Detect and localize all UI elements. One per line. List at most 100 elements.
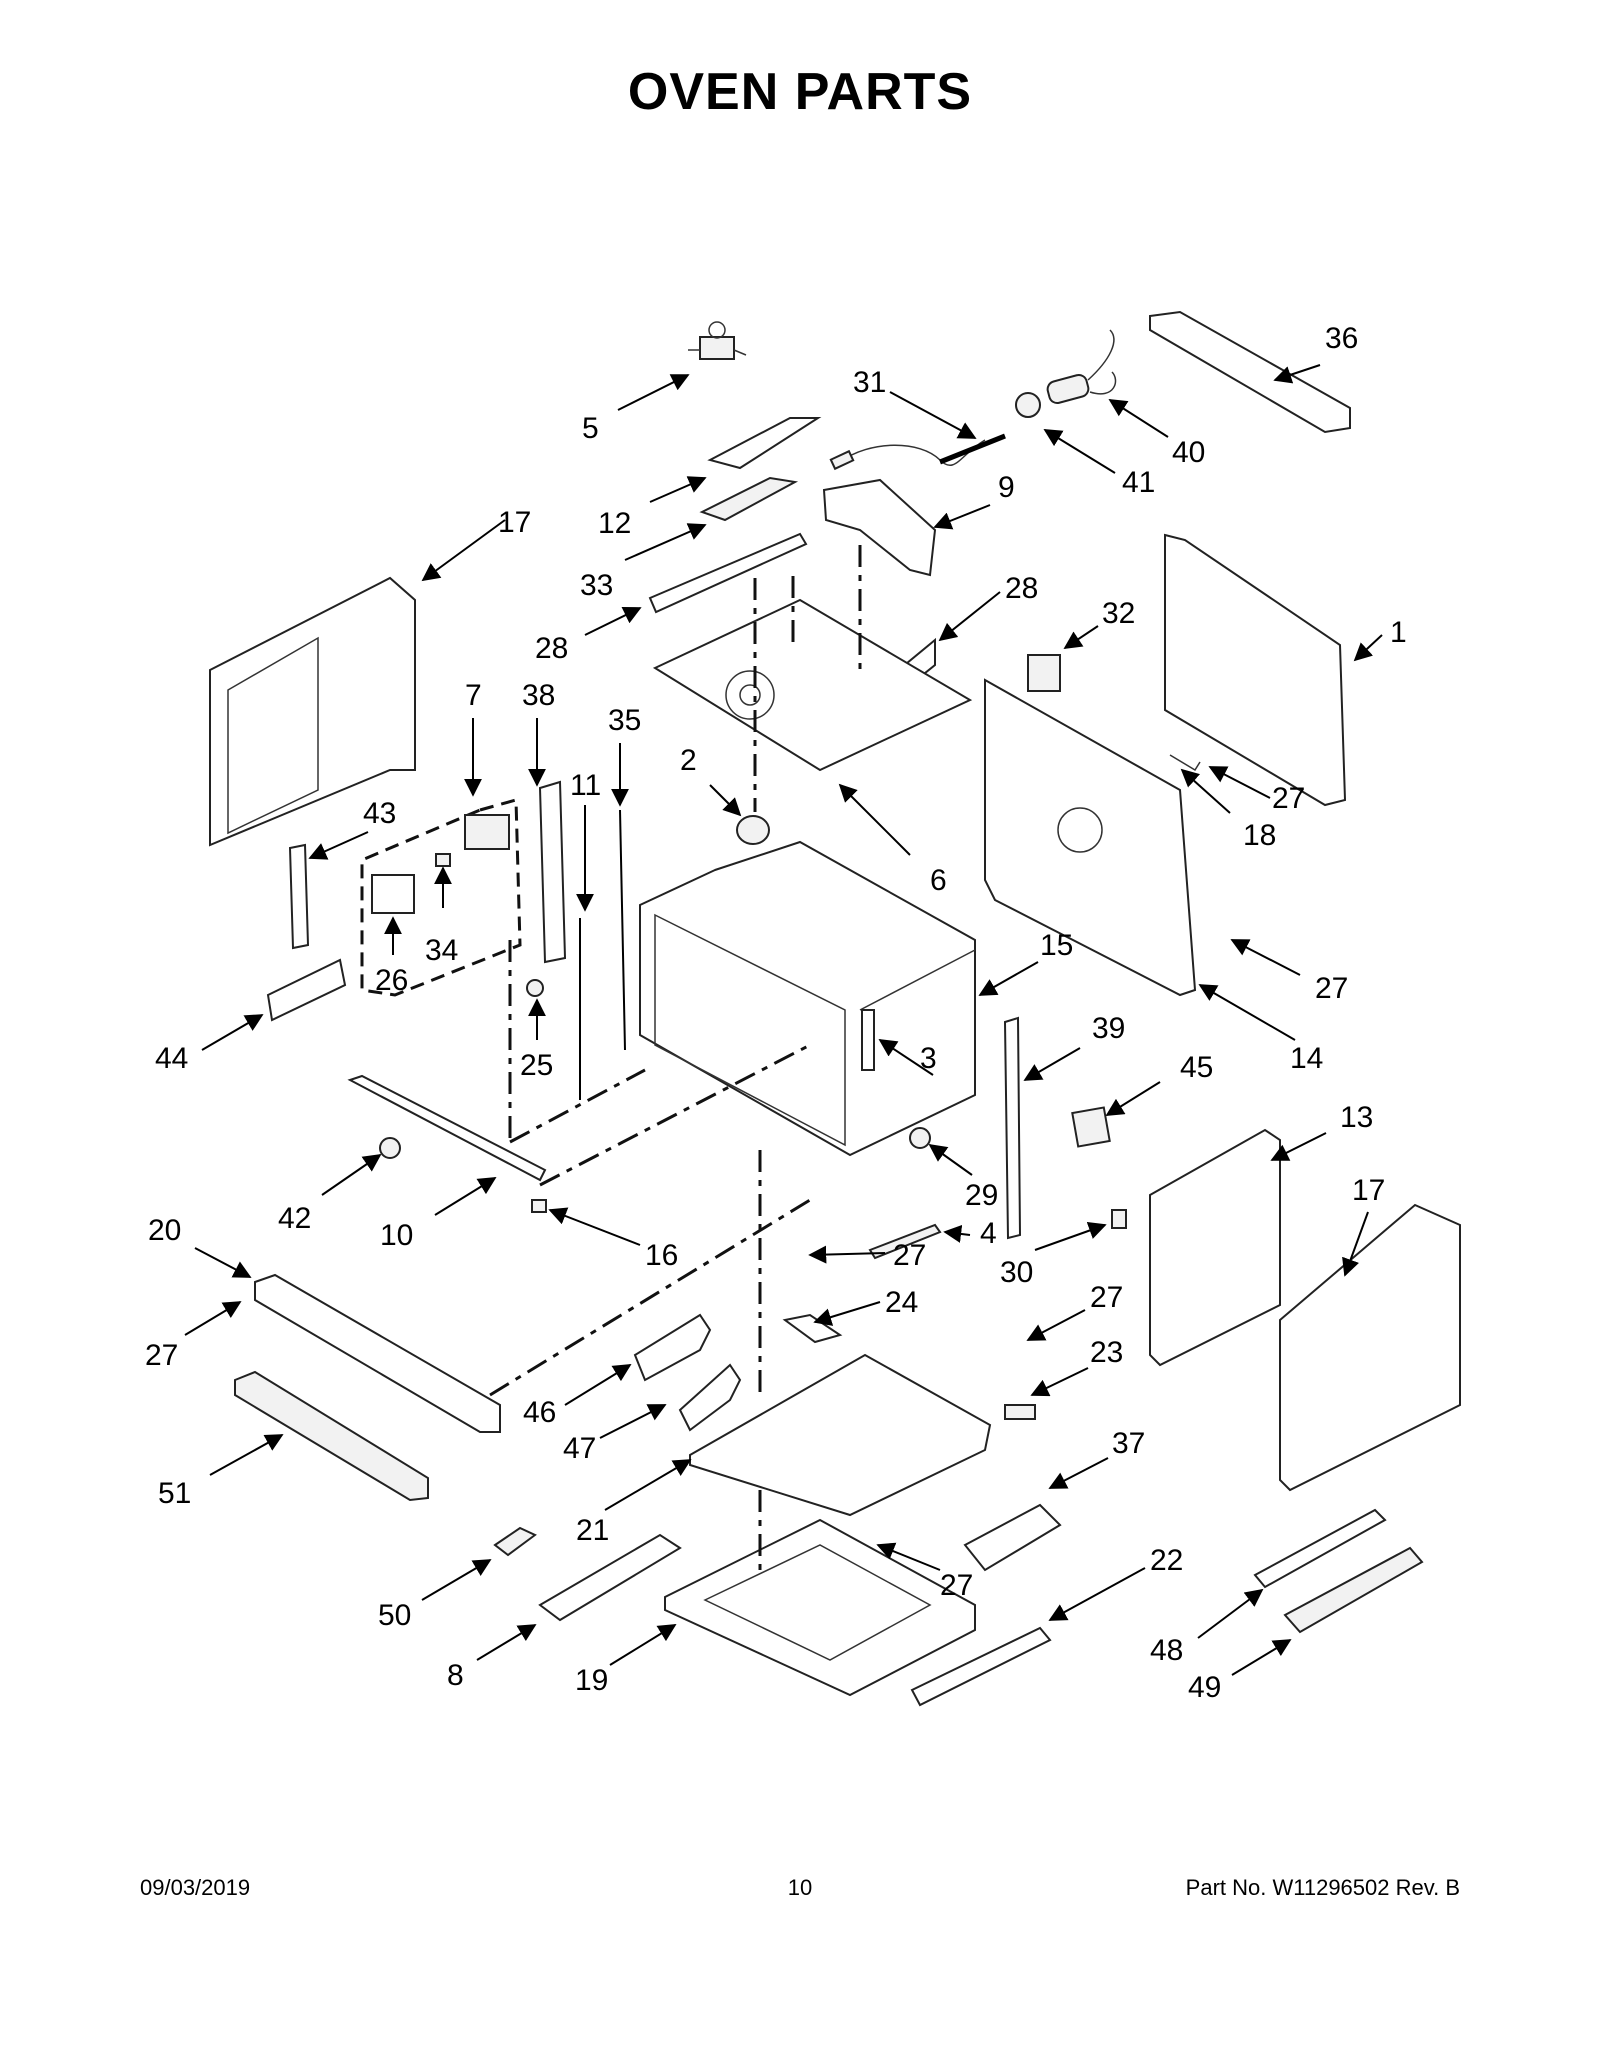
part-46-shape xyxy=(633,1313,712,1382)
page-title: OVEN PARTS xyxy=(627,63,973,121)
callout-41: 41 xyxy=(1122,466,1155,499)
callout-18: 18 xyxy=(1243,819,1276,852)
part-12-shape xyxy=(707,417,822,470)
callout-35: 35 xyxy=(608,704,641,737)
callout-11: 11 xyxy=(570,769,601,802)
footer-part-number: Part No. W11296502 Rev. B xyxy=(1185,1875,1460,1900)
callout-26: 26 xyxy=(375,964,408,997)
callout-45: 45 xyxy=(1180,1051,1213,1084)
callout-48: 48 xyxy=(1150,1634,1183,1667)
part-44-shape xyxy=(266,958,347,1022)
part-8-shape xyxy=(538,1533,682,1622)
callout-27: 27 xyxy=(1272,782,1305,815)
callout-47: 47 xyxy=(563,1432,596,1465)
callout-9: 9 xyxy=(998,471,1015,504)
callout-leaders xyxy=(184,364,1383,1676)
callout-34: 34 xyxy=(425,934,458,967)
callout-7: 7 xyxy=(465,679,482,712)
callout-16: 16 xyxy=(645,1239,678,1272)
callout-3: 3 xyxy=(920,1042,937,1075)
callout-2: 2 xyxy=(680,744,697,777)
part-47-shape xyxy=(678,1363,742,1432)
callout-25: 25 xyxy=(520,1049,553,1082)
part-29-shape xyxy=(909,1127,931,1149)
callout-14: 14 xyxy=(1290,1042,1323,1075)
part-6-shape xyxy=(652,598,973,772)
part-14-shape xyxy=(984,678,1197,997)
callout-28: 28 xyxy=(535,632,568,665)
part-19-shape xyxy=(664,1518,976,1697)
part-22-shape xyxy=(910,1626,1052,1707)
part-41-shape xyxy=(1015,392,1041,418)
callout-20: 20 xyxy=(148,1214,181,1247)
part-7-bracket xyxy=(360,798,522,997)
callout-29: 29 xyxy=(965,1179,998,1212)
part-13-shape xyxy=(1149,1128,1281,1367)
callout-44: 44 xyxy=(155,1042,188,1075)
part-5-shape xyxy=(688,321,747,360)
part-49-shape xyxy=(1283,1546,1424,1634)
callout-27: 27 xyxy=(1090,1281,1123,1314)
part-4-shape xyxy=(868,1223,942,1260)
part-38-shape xyxy=(538,780,567,964)
callout-36: 36 xyxy=(1325,322,1358,355)
callout-31: 31 xyxy=(853,366,886,399)
callout-24: 24 xyxy=(885,1286,918,1319)
part-36-shape xyxy=(1149,310,1351,434)
part-2-shape xyxy=(736,815,770,845)
callout-42: 42 xyxy=(278,1202,311,1235)
callout-6: 6 xyxy=(930,864,947,897)
callout-10: 10 xyxy=(380,1219,413,1252)
part-15-shape xyxy=(639,840,976,1157)
callout-43: 43 xyxy=(363,797,396,830)
part-16-shape xyxy=(531,1199,547,1213)
part-45-shape xyxy=(1071,1106,1111,1148)
part-51-shape xyxy=(234,1370,429,1502)
callout-8: 8 xyxy=(447,1659,464,1692)
part-48-shape xyxy=(1253,1508,1387,1589)
callout-46: 46 xyxy=(523,1396,556,1429)
part-50-shape xyxy=(493,1526,537,1557)
part-33-shape xyxy=(699,476,799,522)
callout-39: 39 xyxy=(1092,1012,1125,1045)
callout-21: 21 xyxy=(576,1514,609,1547)
callout-17: 17 xyxy=(498,506,531,539)
callout-27: 27 xyxy=(940,1569,973,1602)
callout-19: 19 xyxy=(575,1664,608,1697)
callout-22: 22 xyxy=(1150,1544,1183,1577)
part-1-shape xyxy=(1164,533,1347,807)
callout-38: 38 xyxy=(522,679,555,712)
part-24-shape xyxy=(782,1313,843,1344)
part-23-shape xyxy=(1004,1404,1036,1420)
callout-12: 12 xyxy=(598,507,631,540)
callout-49: 49 xyxy=(1188,1671,1221,1704)
part-30-shape xyxy=(1111,1209,1127,1229)
part-17a-shape xyxy=(209,576,416,847)
callout-50: 50 xyxy=(378,1599,411,1632)
callout-27: 27 xyxy=(145,1339,178,1372)
part-18-shape xyxy=(1169,754,1201,772)
callout-23: 23 xyxy=(1090,1336,1123,1369)
callout-15: 15 xyxy=(1040,929,1073,962)
callout-32: 32 xyxy=(1102,597,1135,630)
callout-17: 17 xyxy=(1352,1174,1385,1207)
callout-labels: 5 31 36 40 41 12 9 17 33 28 32 1 28 7 38… xyxy=(145,322,1407,1704)
part-3-shape xyxy=(861,1009,875,1071)
callout-51: 51 xyxy=(158,1477,191,1510)
part-31-shape xyxy=(829,433,1006,471)
callout-1: 1 xyxy=(1390,616,1407,649)
part-35-shape xyxy=(619,809,626,1051)
part-26-shape xyxy=(371,874,415,914)
callout-4: 4 xyxy=(980,1217,997,1250)
callout-33: 33 xyxy=(580,569,613,602)
footer-date: 09/03/2019 xyxy=(140,1875,251,1900)
callout-40: 40 xyxy=(1172,436,1205,469)
part-25-shape xyxy=(526,979,544,997)
callout-27: 27 xyxy=(893,1239,926,1272)
parts-artwork xyxy=(209,310,1461,1707)
part-28a-shape xyxy=(648,532,808,614)
part-20-shape xyxy=(254,1273,501,1433)
part-37-shape xyxy=(963,1503,1062,1572)
callout-5: 5 xyxy=(582,412,599,445)
